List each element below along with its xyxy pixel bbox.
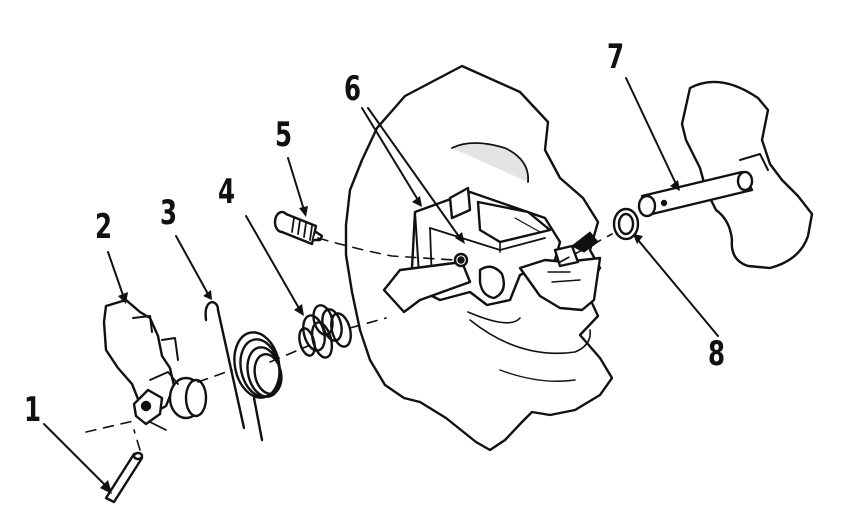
- assembly-axis-lines: [85, 233, 613, 451]
- switch-housing: [382, 186, 602, 314]
- callout-5: 5: [275, 115, 293, 155]
- callout-4: 4: [218, 172, 236, 212]
- screw: [273, 210, 324, 246]
- cam-actuator: [102, 298, 208, 431]
- callout-6: 6: [344, 69, 362, 109]
- callout-2: 2: [95, 207, 113, 247]
- shaft-lever: [637, 80, 814, 270]
- leader-arrowheads: [100, 180, 680, 494]
- torsion-spring: [204, 300, 283, 442]
- callout-7: 7: [607, 37, 625, 77]
- pin: [104, 451, 144, 504]
- leader-lines: [43, 77, 719, 489]
- washer: [612, 207, 640, 241]
- callout-3: 3: [160, 193, 178, 233]
- coil-spring: [298, 304, 352, 359]
- callout-1: 1: [24, 390, 42, 430]
- callout-8: 8: [708, 334, 726, 374]
